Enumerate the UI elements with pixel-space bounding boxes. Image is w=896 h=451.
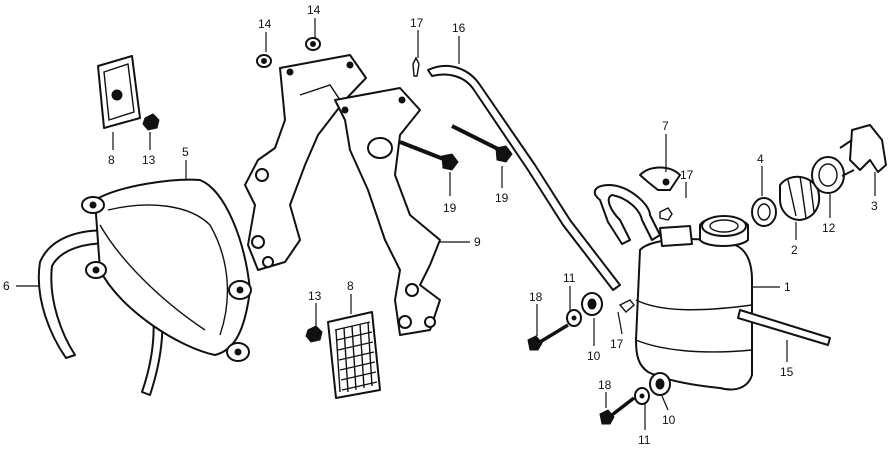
callout-6: 6 — [3, 279, 10, 293]
nut-13-upper — [142, 113, 160, 131]
rubber-pad-8-lower — [327, 311, 381, 399]
callout-2: 2 — [791, 243, 798, 257]
drain-tube-15 — [737, 309, 831, 346]
bracket-arm-9 — [334, 87, 441, 336]
callout-13-lower: 13 — [308, 289, 322, 303]
reservoir-tank-1 — [635, 215, 753, 391]
leader-lines — [16, 18, 876, 430]
callout-18-upper: 18 — [529, 290, 543, 304]
grommet-10-upper — [581, 292, 603, 316]
callout-1: 1 — [784, 280, 791, 294]
overflow-tube-16 — [427, 65, 621, 291]
callout-11-upper: 11 — [563, 271, 576, 285]
nut-14-right — [305, 37, 321, 51]
frame-bracket — [244, 54, 367, 271]
bolt-18-lower — [599, 396, 636, 425]
callout-19-left: 19 — [443, 201, 457, 215]
clip-17-middle — [659, 207, 673, 221]
bracket-clip-3 — [839, 124, 887, 177]
fan-cover-5 — [81, 178, 252, 362]
callout-8-upper: 8 — [108, 153, 115, 167]
rubber-pad-8-upper — [97, 55, 141, 129]
callout-3: 3 — [871, 199, 878, 213]
callout-14-left: 14 — [258, 17, 272, 31]
bolt-19-right — [451, 124, 513, 163]
hose-7 — [593, 166, 681, 245]
callout-11-lower: 11 — [638, 433, 651, 447]
bolt-19-left — [399, 140, 459, 171]
callout-15: 15 — [780, 365, 794, 379]
callout-14-right: 14 — [307, 3, 321, 17]
nut-13-lower — [305, 325, 323, 343]
washer-11-upper — [566, 309, 582, 327]
callout-13-upper: 13 — [142, 153, 156, 167]
callout-16: 16 — [452, 21, 466, 35]
nut-14-left — [256, 54, 272, 68]
clip-17-lower — [618, 299, 635, 313]
callout-18-lower: 18 — [598, 378, 612, 392]
clip-17-top — [412, 56, 420, 77]
washer-11-lower — [634, 387, 650, 405]
callout-5: 5 — [182, 145, 189, 159]
callout-4: 4 — [757, 152, 764, 166]
callout-17-lower: 17 — [610, 337, 624, 351]
callout-17-top: 17 — [410, 16, 424, 30]
callout-12: 12 — [822, 221, 836, 235]
washer-4 — [751, 197, 777, 227]
callout-10-lower: 10 — [662, 413, 676, 427]
seal-ring-12 — [811, 156, 845, 194]
callout-9: 9 — [474, 235, 481, 249]
bolt-18-upper — [527, 323, 569, 351]
callout-10-upper: 10 — [587, 349, 601, 363]
callout-8-lower: 8 — [347, 279, 354, 293]
callout-7: 7 — [662, 119, 669, 133]
cap-2 — [779, 175, 820, 221]
callout-19-right: 19 — [495, 191, 509, 205]
grommet-10-lower — [649, 372, 671, 396]
callout-17-middle: 17 — [680, 168, 694, 182]
